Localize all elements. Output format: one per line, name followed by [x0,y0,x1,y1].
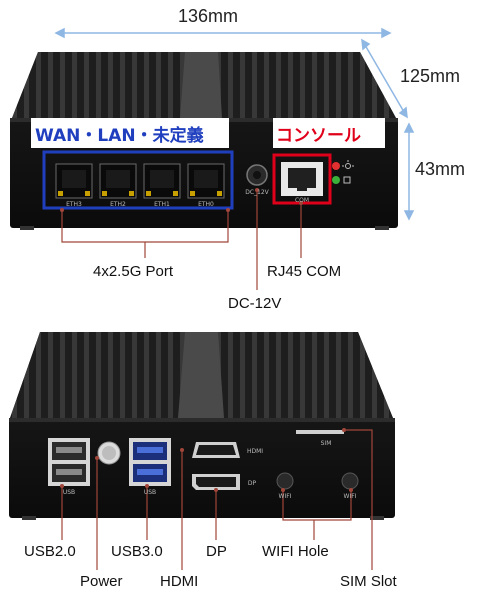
height-dimension: 43mm [415,159,466,179]
com-port-label: COM [294,197,310,204]
callout-sim-slot: SIM Slot [340,573,397,590]
rear-device [9,332,395,520]
usb2-port-label: USB [62,489,76,496]
callout-usb3: USB3.0 [111,543,163,560]
console-label-bg [273,118,385,148]
callout-hdmi: HDMI [160,573,199,590]
port-eth1-label: ETH1 [154,201,170,208]
dp-port-label: DP [247,480,257,487]
wifi-left-label: WIFI [278,493,292,500]
rear-callout-lines [61,429,373,570]
port-eth3-label: ETH3 [66,201,82,208]
wifi-right-label: WIFI [343,493,357,500]
callout-dc-12v: DC-12V [228,295,282,312]
callout-power: Power [80,573,123,590]
callout-wifi-hole: WIFI Hole [262,543,329,560]
depth-dimension: 125mm [400,66,461,86]
callout-rj45-com: RJ45 COM [267,263,342,280]
lan-ports-box [42,150,234,210]
width-dimension: 136mm [178,6,239,26]
front-callout-lines [61,190,302,290]
hdmi-port-label: HDMI [246,448,264,455]
dimension-lines [54,27,415,221]
callout-lan-ports: 4x2.5G Port [93,263,174,280]
port-eth2-label: ETH2 [110,201,126,208]
sim-slot-label: SIM [320,440,332,447]
console-tag: コンソール [276,126,361,146]
wan-lan-label-bg [31,118,229,148]
callout-usb2: USB2.0 [24,543,76,560]
usb3-port-label: USB [143,489,157,496]
wan-lan-tag: WAN・LAN・未定義 [35,126,204,146]
dc-port-label: DC_12V [245,189,269,196]
callout-dp: DP [206,543,227,560]
port-eth0-label: ETH0 [198,201,214,208]
